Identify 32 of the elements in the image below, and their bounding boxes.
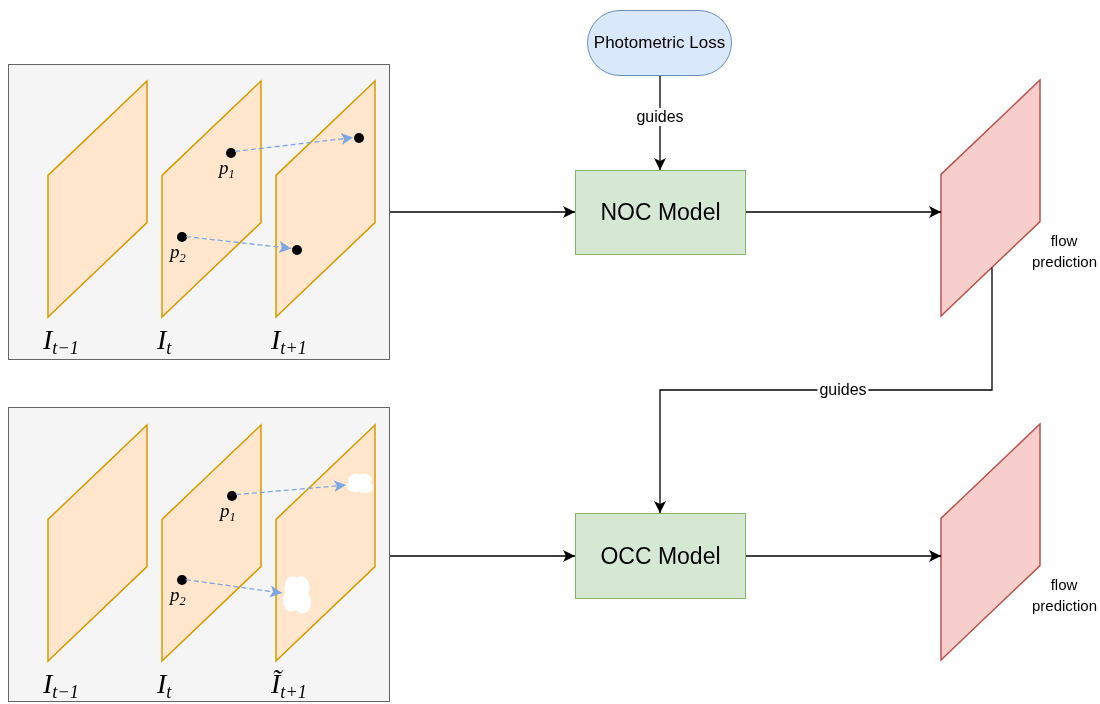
arrow (185, 235, 292, 253)
frame-label: I$_{t}$ (157, 668, 172, 704)
cloud-shape (347, 473, 373, 495)
frame-caption: flow prediction (1032, 575, 1096, 616)
frame-label: I$_{t−1}$ (43, 324, 79, 360)
frame-label: I$_{t−1}$ (43, 668, 79, 704)
arrow (654, 266, 993, 514)
frame-label: Ĩ$_{t+1}$ (271, 668, 307, 704)
arrow (389, 206, 576, 218)
dot-marker (292, 245, 302, 255)
point-label: p$_{2}$ (170, 585, 186, 609)
cloud-shape (283, 575, 311, 617)
terminal-box: Photometric Loss (587, 10, 732, 76)
point-label: p$_{2}$ (170, 242, 186, 266)
dot-marker (354, 133, 364, 143)
process-box: NOC Model (575, 170, 746, 255)
arrow (185, 579, 283, 598)
edge-label: guides (634, 108, 686, 126)
point-label: p$_{1}$ (219, 158, 235, 182)
arrow (745, 550, 942, 562)
process-box: OCC Model (575, 513, 746, 599)
edge-label: guides (817, 381, 869, 399)
arrow (745, 206, 942, 218)
frame-caption: flow prediction (1032, 231, 1096, 272)
panel (8, 64, 390, 360)
arrow (235, 480, 347, 496)
arrow (389, 550, 576, 562)
frame-label: I$_{t+1}$ (271, 324, 307, 360)
frame-label: I$_{t}$ (157, 324, 172, 360)
point-label: p$_{1}$ (220, 501, 236, 525)
arrow (234, 133, 354, 153)
panel (8, 407, 390, 702)
